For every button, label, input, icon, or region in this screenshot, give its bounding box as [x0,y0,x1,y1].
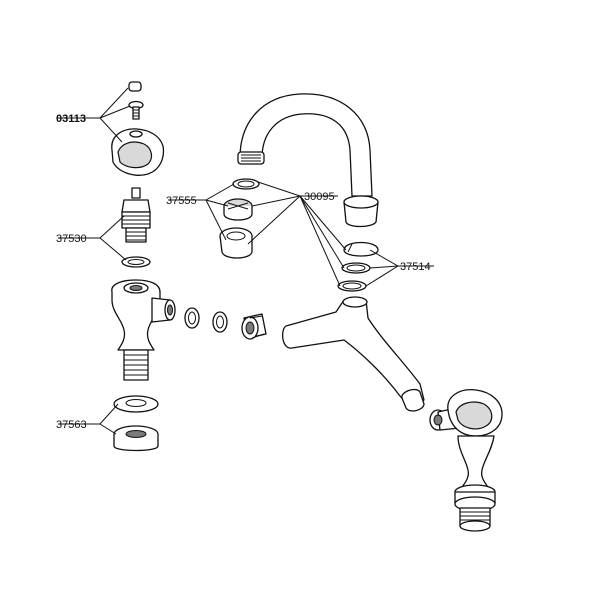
handle-part[interactable] [111,128,165,176]
connector-ring-1[interactable] [184,307,200,329]
label-37555: 37555 [166,195,197,207]
headwork-part[interactable] [121,187,151,243]
connector-nut[interactable] [241,313,267,340]
washer-part[interactable] [121,256,151,268]
o-ring-3[interactable] [337,280,367,292]
right-pillar-part[interactable] [429,389,503,532]
backnut-part[interactable] [113,425,159,452]
label-03113: 03113 [56,113,86,125]
pillar-body-part[interactable] [111,279,176,381]
aerator-ring[interactable] [232,178,260,190]
bridge-body-part[interactable] [281,296,425,412]
leader-lines [58,87,434,435]
label-37563: 37563 [56,419,87,431]
label-37514: 37514 [400,261,431,273]
label-30095: 30095 [304,191,335,203]
connector-ring-2[interactable] [212,311,228,333]
o-ring-2[interactable] [341,262,371,274]
spout-part[interactable] [237,93,379,228]
cap-part[interactable] [128,81,142,92]
fixing-washer-part[interactable] [113,395,159,413]
aerator-housing[interactable] [219,227,253,259]
aerator-insert[interactable] [223,198,253,221]
o-ring-1[interactable] [343,241,379,257]
label-37530: 37530 [56,233,87,245]
screw-part[interactable] [128,100,144,120]
